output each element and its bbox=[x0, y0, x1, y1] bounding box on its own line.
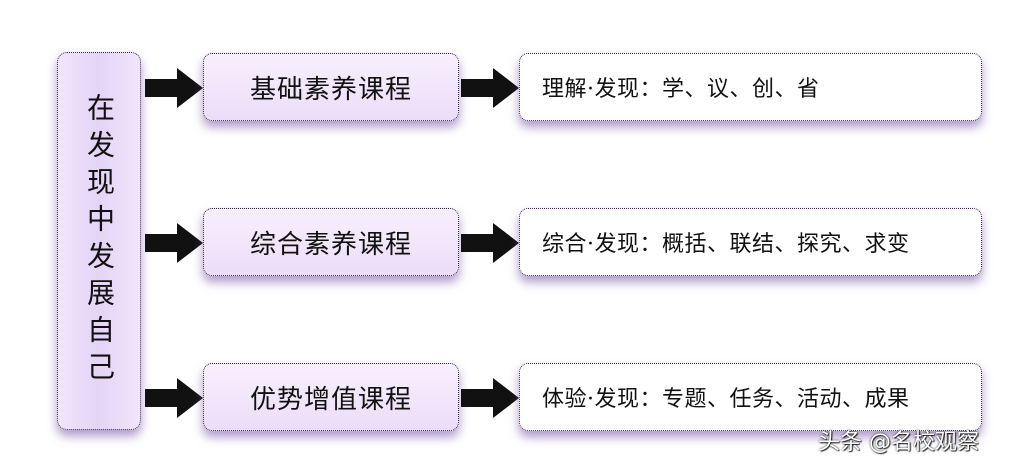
right-arrow-icon bbox=[461, 68, 519, 108]
right-arrow-icon bbox=[461, 378, 519, 418]
right-arrow-icon bbox=[461, 223, 519, 263]
detail-label-advantage: 体验·发现：专题、任务、活动、成果 bbox=[542, 387, 910, 412]
course-label-advantage: 优势增值课程 bbox=[249, 384, 412, 415]
course-label-basic: 基础素养课程 bbox=[249, 74, 412, 105]
detail-label-comprehensive: 综合·发现：概括、联结、探究、求变 bbox=[542, 232, 910, 257]
right-arrow-icon bbox=[145, 68, 203, 108]
course-box-basic: 基础素养课程 bbox=[203, 53, 459, 121]
detail-box-comprehensive: 综合·发现：概括、联结、探究、求变 bbox=[519, 208, 982, 276]
right-arrow-icon bbox=[145, 223, 203, 263]
detail-box-basic: 理解·发现：学、议、创、省 bbox=[519, 53, 982, 121]
watermark: 头条 @名校观察 bbox=[818, 430, 979, 455]
detail-box-advantage: 体验·发现：专题、任务、活动、成果 bbox=[519, 363, 982, 431]
course-label-comprehensive: 综合素养课程 bbox=[249, 229, 412, 260]
detail-label-basic: 理解·发现：学、议、创、省 bbox=[542, 77, 820, 102]
root-concept-box: 在发现中发展自己 bbox=[57, 52, 141, 430]
course-box-comprehensive: 综合素养课程 bbox=[203, 208, 459, 276]
root-concept-label: 在发现中发展自己 bbox=[83, 93, 116, 389]
right-arrow-icon bbox=[145, 378, 203, 418]
course-box-advantage: 优势增值课程 bbox=[203, 363, 459, 431]
